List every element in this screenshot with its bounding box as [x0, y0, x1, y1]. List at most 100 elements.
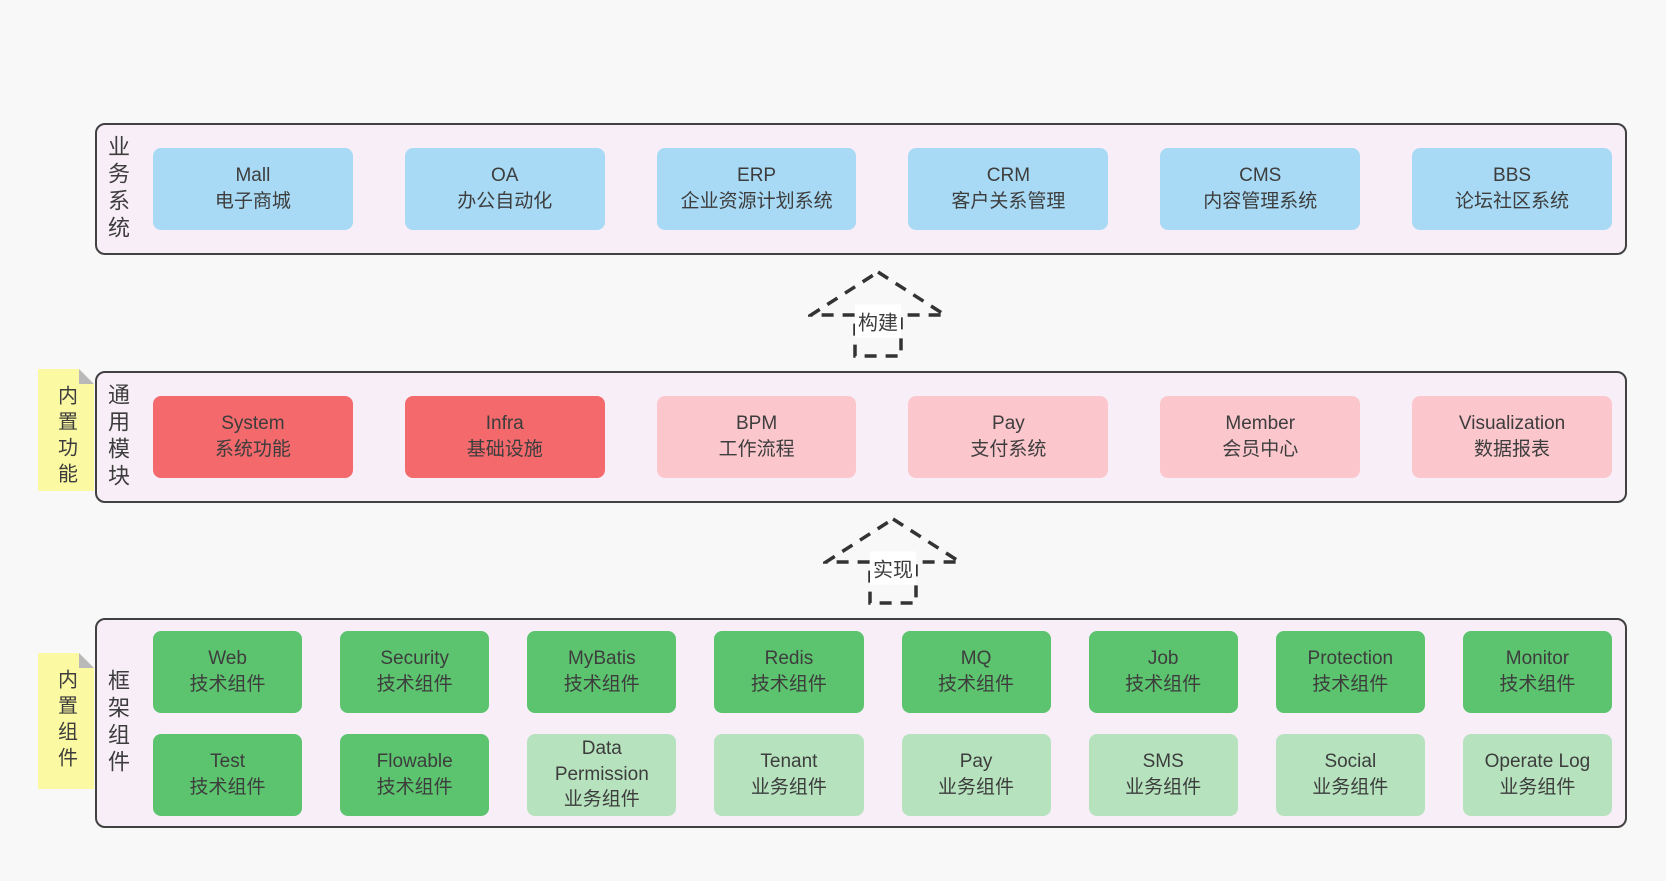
node-title: Mall	[235, 165, 271, 187]
node-web: Web 技术组件	[153, 630, 303, 713]
node-subtitle: 会员中心	[1222, 439, 1299, 460]
node-subtitle: 工作流程	[718, 439, 795, 460]
node-title: Web	[208, 647, 247, 669]
node-oa: OA 办公自动化	[404, 148, 605, 230]
node-subtitle: 技术组件	[563, 673, 640, 695]
node-subtitle: 技术组件	[938, 673, 1015, 695]
node-title: Test	[210, 750, 245, 772]
node-test: Test 技术组件	[153, 733, 303, 816]
node-subtitle: 业务组件	[750, 776, 827, 798]
arrow-implement: 实现	[823, 515, 963, 607]
node-bbs: BBS 论坛社区系统	[1412, 148, 1612, 230]
node-data-permission: Data Permission 业务组件	[527, 733, 677, 816]
node-subtitle: 技术组件	[1499, 673, 1576, 695]
node-title: Monitor	[1505, 647, 1570, 669]
node-subtitle: 业务组件	[1312, 776, 1389, 798]
node-subtitle: 业务组件	[938, 776, 1015, 798]
node-subtitle: 办公自动化	[457, 191, 553, 212]
node-title: CRM	[986, 165, 1031, 187]
node-flowable: Flowable 技术组件	[340, 733, 490, 816]
node-title: Infra	[485, 413, 524, 435]
node-subtitle: 技术组件	[1312, 673, 1389, 695]
node-subtitle: 业务组件	[563, 789, 640, 811]
node-title: Security	[380, 647, 449, 669]
node-crm: CRM 客户关系管理	[908, 148, 1109, 230]
node-tenant: Tenant 业务组件	[714, 733, 864, 816]
node-subtitle: 技术组件	[750, 673, 827, 695]
node-title: Job	[1147, 647, 1179, 669]
node-subtitle: 技术组件	[376, 673, 453, 695]
section-rows: Mall 电子商城 OA 办公自动化 ERP 企业资源计划系统 CRM 客户关系管理 CMS 内容…	[153, 148, 1612, 230]
node-subtitle: 论坛社区系统	[1455, 191, 1570, 212]
node-title: SMS	[1142, 750, 1184, 772]
node-title: Member	[1225, 413, 1296, 435]
node-security: Security 技术组件	[340, 630, 490, 713]
node-title: MQ	[960, 647, 992, 669]
node-title: BPM	[735, 413, 778, 435]
node-title: MyBatis	[568, 647, 636, 669]
node-title: Protection	[1307, 647, 1394, 669]
node-title: Pay	[959, 750, 993, 772]
dashed-up-arrow-icon	[823, 516, 963, 605]
dashed-up-arrow-icon	[808, 269, 948, 358]
node-title: Flowable	[376, 750, 453, 772]
sticky-note-built-in-components: 内置组件	[38, 653, 94, 789]
node-title: OA	[491, 165, 519, 187]
node-cms: CMS 内容管理系统	[1160, 148, 1361, 230]
arrow-label: 构建	[855, 304, 901, 338]
node-mall: Mall 电子商城	[153, 148, 353, 230]
node-social: Social 业务组件	[1275, 733, 1425, 816]
node-subtitle: 业务组件	[1499, 776, 1576, 798]
section-side-label: 通用模块	[105, 383, 130, 491]
node-subtitle: 系统功能	[214, 439, 291, 460]
box-row: Mall 电子商城 OA 办公自动化 ERP 企业资源计划系统 CRM 客户关系管理 CMS 内容…	[153, 148, 1612, 230]
node-subtitle: 内容管理系统	[1203, 191, 1318, 212]
node-subtitle: 技术组件	[1125, 673, 1202, 695]
node-title: Visualization	[1458, 413, 1566, 435]
section-framework-components: 框架组件 Web 技术组件 Security 技术组件 MyBatis 技术组件 Redis…	[95, 618, 1627, 828]
section-side-label: 框架组件	[105, 669, 130, 777]
sticky-note-built-in-features: 内置功能	[38, 369, 94, 491]
node-subtitle: 电子商城	[214, 191, 291, 212]
node-bpm: BPM 工作流程	[656, 396, 857, 478]
node-title: Pay	[992, 413, 1025, 435]
node-subtitle: 技术组件	[189, 673, 266, 695]
node-pay: Pay 业务组件	[901, 733, 1051, 816]
note-label: 内置组件	[54, 669, 77, 773]
node-title: System	[221, 413, 285, 435]
node-job: Job 技术组件	[1088, 630, 1238, 713]
node-title: ERP	[737, 165, 777, 187]
node-subtitle: 企业资源计划系统	[680, 191, 833, 212]
node-title: CMS	[1239, 165, 1282, 187]
note-label: 内置功能	[54, 385, 77, 489]
node-title: Social	[1324, 750, 1377, 772]
node-system: System 系统功能	[153, 396, 353, 478]
node-mybatis: MyBatis 技术组件	[527, 630, 677, 713]
node-erp: ERP 企业资源计划系统	[656, 148, 857, 230]
node-title: Data Permission	[554, 738, 649, 785]
node-subtitle: 数据报表	[1474, 439, 1551, 460]
node-monitor: Monitor 技术组件	[1462, 630, 1612, 713]
node-title: BBS	[1493, 165, 1532, 187]
node-visualization: Visualization 数据报表	[1412, 396, 1612, 478]
node-subtitle: 技术组件	[189, 776, 266, 798]
node-pay: Pay 支付系统	[908, 396, 1109, 478]
node-title: Tenant	[760, 750, 818, 772]
section-side-label: 业务系统	[105, 135, 130, 243]
node-subtitle: 技术组件	[376, 776, 453, 798]
node-subtitle: 客户关系管理	[951, 191, 1066, 212]
arrow-build: 构建	[808, 268, 948, 360]
node-mq: MQ 技术组件	[901, 630, 1051, 713]
node-title: Redis	[764, 647, 814, 669]
arrow-label: 实现	[870, 551, 916, 585]
node-protection: Protection 技术组件	[1275, 630, 1425, 713]
node-subtitle: 支付系统	[970, 439, 1047, 460]
